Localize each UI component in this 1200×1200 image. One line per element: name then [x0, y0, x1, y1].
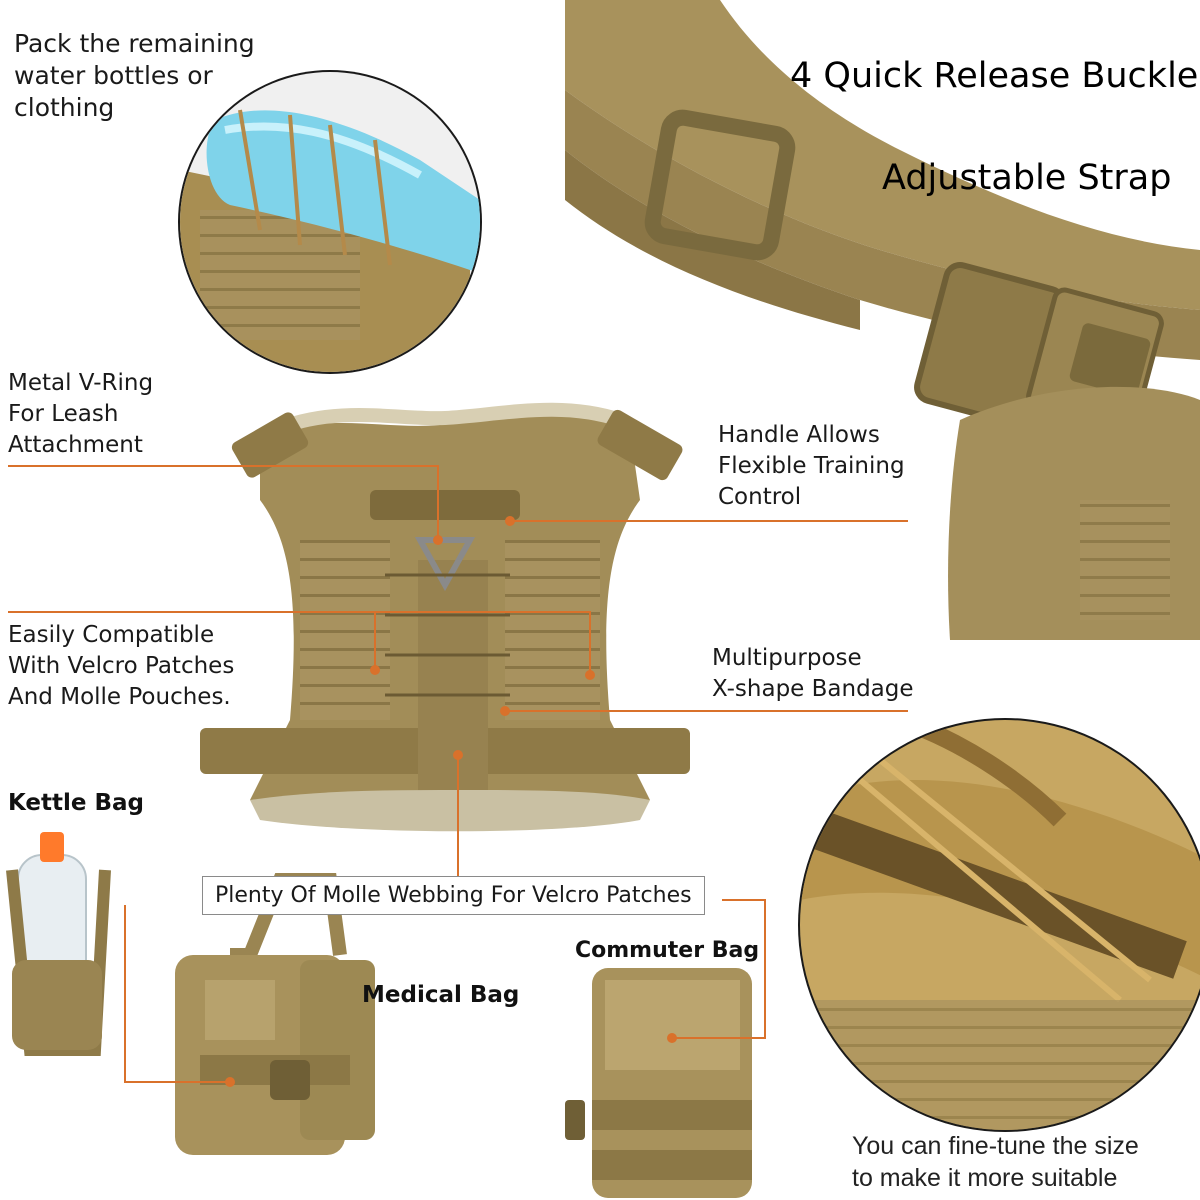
fine-tune-line-1: You can fine-tune the size [852, 1132, 1139, 1160]
kettle-bag-label: Kettle Bag [8, 790, 145, 816]
handle-label: Handle Allows Flexible Training Control [718, 420, 905, 513]
callout-dots [225, 516, 677, 1087]
water-pack-line-2: water bottles or [14, 61, 213, 90]
strap-title: Adjustable Strap [882, 158, 1172, 198]
water-pack-line-1: Pack the remaining [14, 29, 255, 58]
metal-ring-label: Metal V-Ring For Leash Attachment [8, 368, 153, 461]
velcro-compat-line-2: With Velcro Patches [8, 653, 235, 679]
harness-vest-icon [200, 402, 690, 832]
water-bottle-photo [178, 70, 482, 374]
commuter-bag-label: Commuter Bag [575, 938, 760, 963]
molle-webbing-label: Plenty Of Molle Webbing For Velcro Patch… [202, 876, 705, 915]
medical-bag-photo [175, 873, 375, 1155]
fine-tune-note: You can fine-tune the size to make it mo… [852, 1130, 1139, 1194]
handle-line-3: Control [718, 484, 802, 510]
water-bottle-icon [206, 110, 480, 275]
fine-tune-line-2: to make it more suitable [852, 1164, 1118, 1192]
water-pack-line-3: clothing [14, 93, 115, 122]
metal-ring-line-1: Metal V-Ring [8, 370, 154, 396]
strap-buckle-photo [565, 0, 1200, 640]
callout-lines [8, 465, 908, 1083]
metal-ring-line-3: Attachment [8, 432, 143, 458]
medical-bag-label: Medical Bag [362, 982, 520, 1008]
handle-line-2: Flexible Training [718, 453, 905, 479]
xshape-line-2: X-shape Bandage [712, 676, 914, 702]
buckle-title: 4 Quick Release Buckle [790, 56, 1199, 96]
handle-line-1: Handle Allows [718, 422, 880, 448]
water-pack-label: Pack the remaining water bottles or clot… [14, 28, 255, 124]
metal-ring-line-2: For Leash [8, 401, 119, 427]
velcro-compat-label: Easily Compatible With Velcro Patches An… [8, 620, 234, 713]
commuter-bag-photo [565, 968, 752, 1198]
velcro-compat-line-1: Easily Compatible [8, 622, 215, 648]
velcro-compat-line-3: And Molle Pouches. [8, 684, 231, 710]
kettle-bag-photo [6, 832, 111, 1056]
xshape-line-1: Multipurpose [712, 645, 862, 671]
molle-closeup-photo [798, 718, 1200, 1132]
xshape-label: Multipurpose X-shape Bandage [712, 643, 914, 705]
